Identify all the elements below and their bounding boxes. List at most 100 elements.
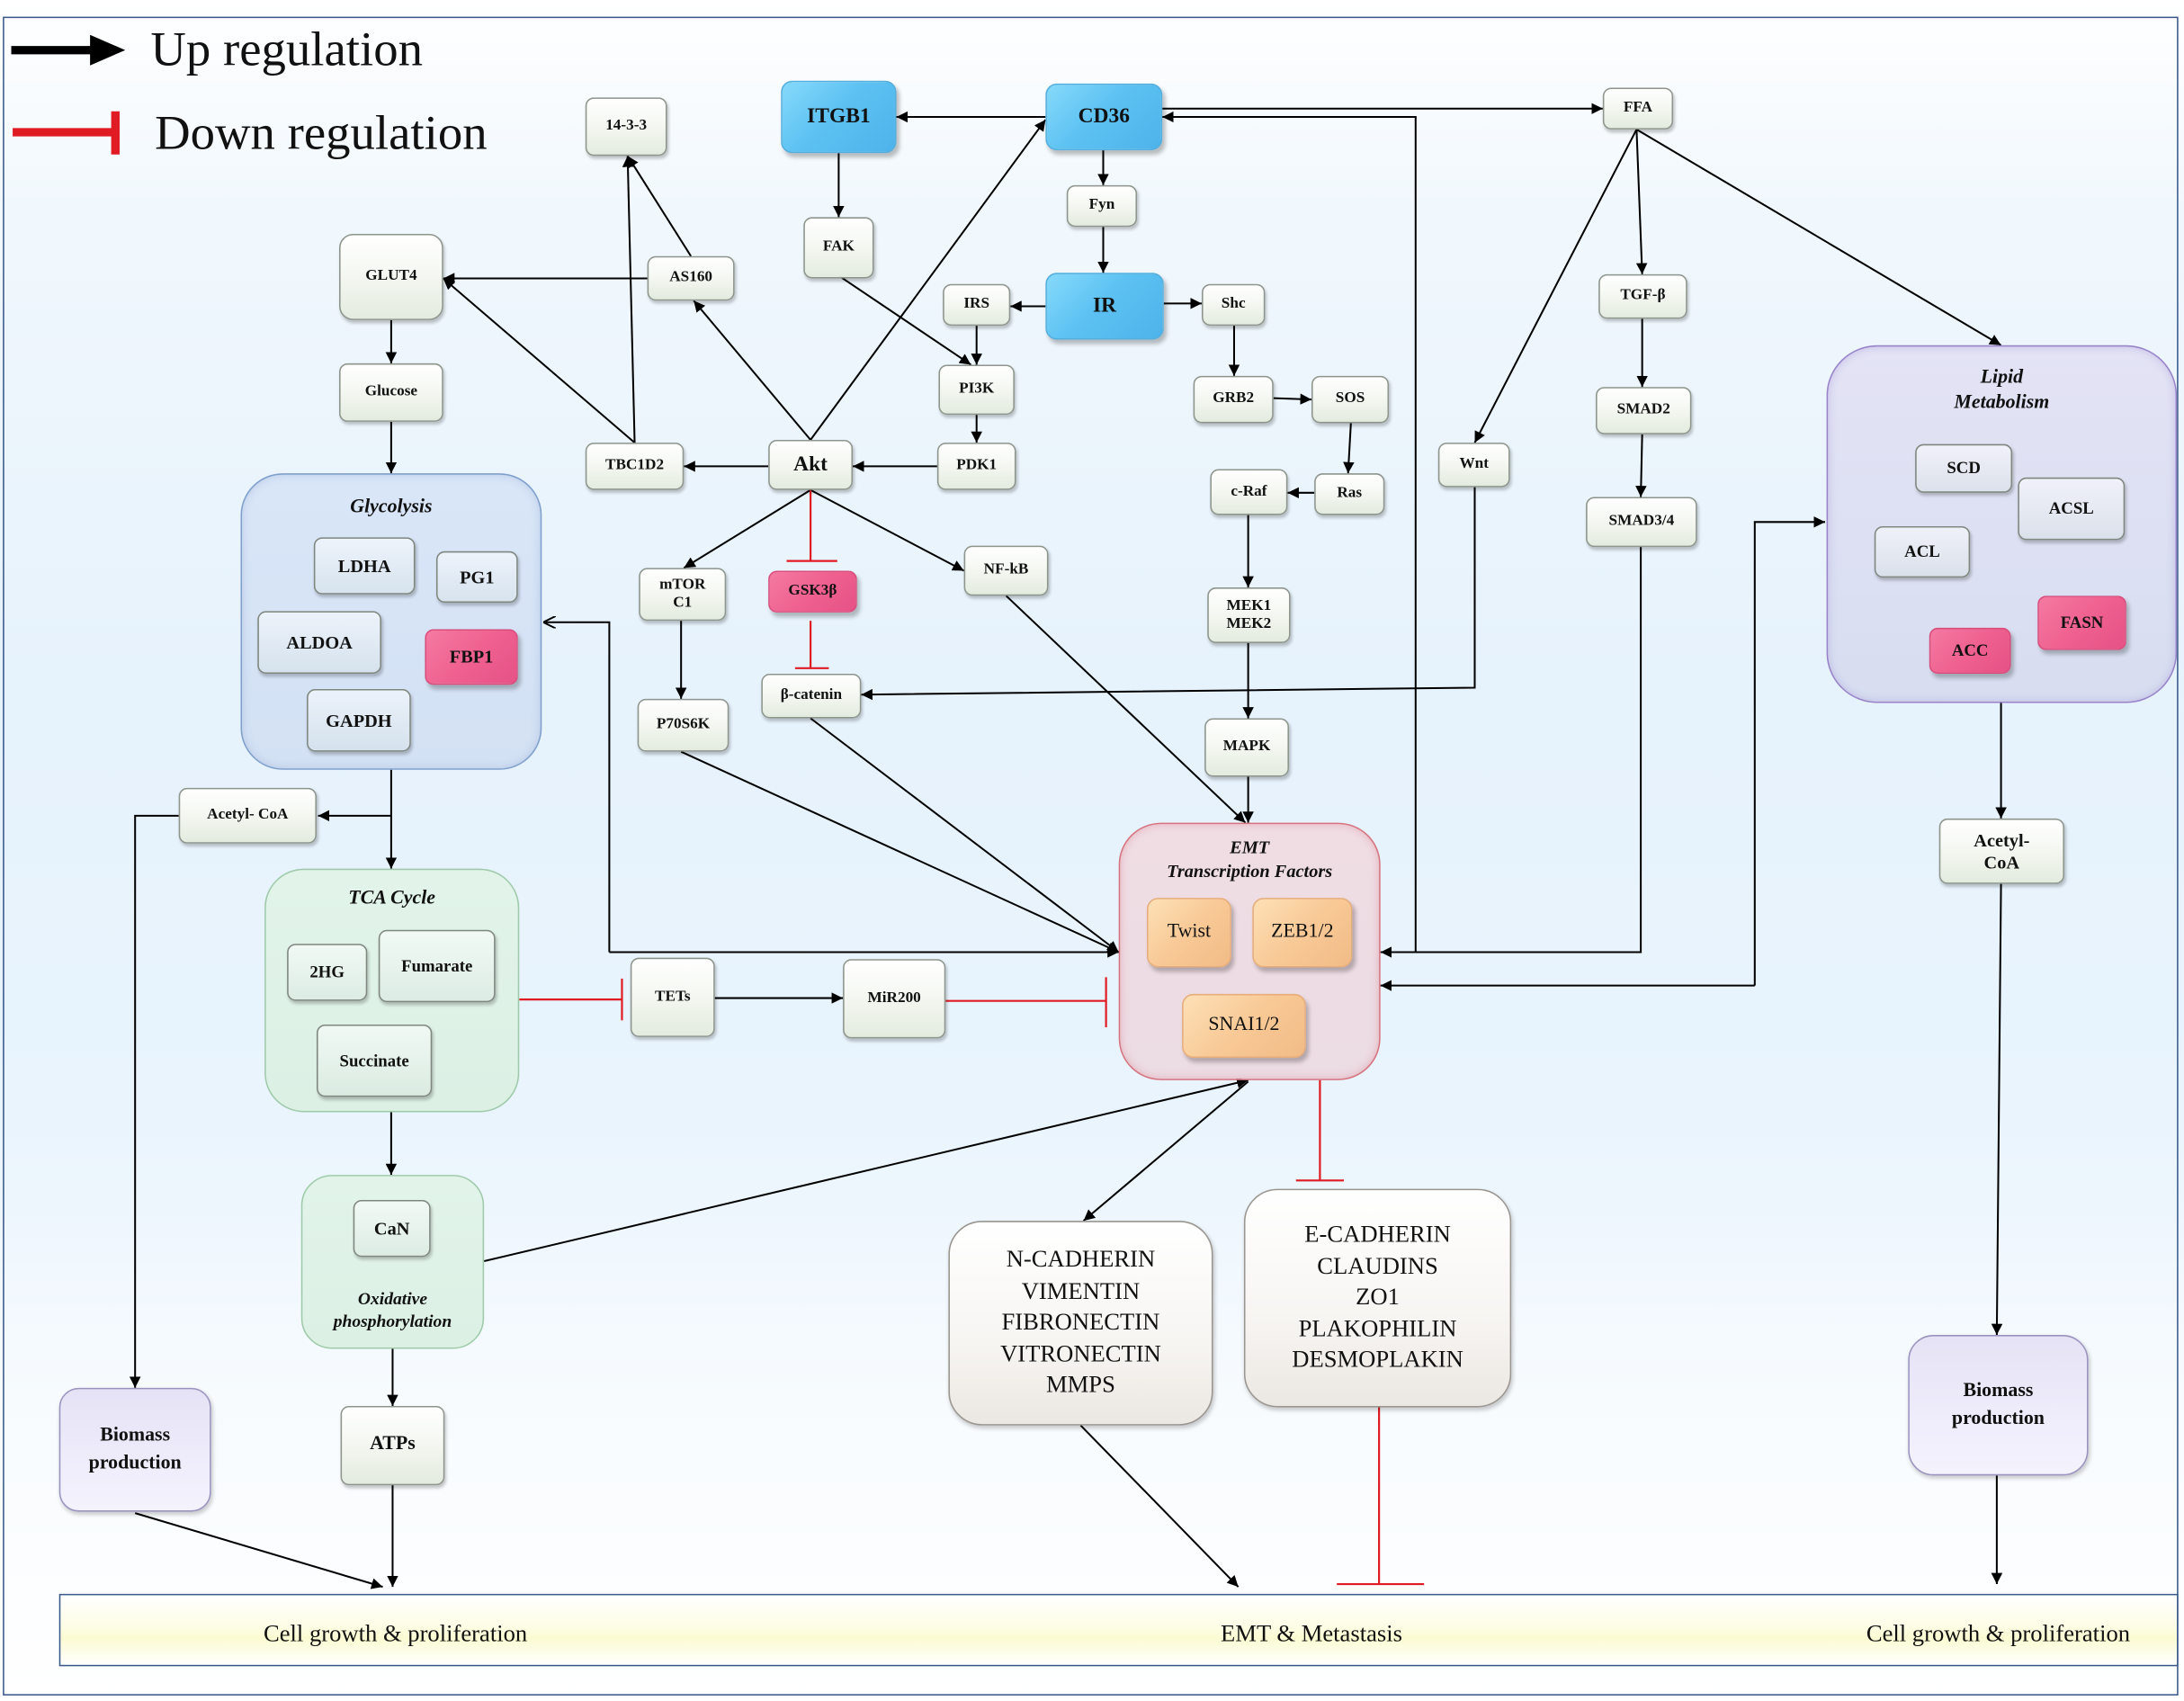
node-aldoa: ALDOA	[257, 611, 381, 674]
node-zeb1-2: ZEB1/2	[1252, 898, 1353, 968]
edge-emt-lipid	[1753, 516, 1826, 986]
node-pi3k: PI3K	[938, 364, 1015, 416]
biomass-production-left: Biomass production	[58, 1387, 211, 1512]
edge-sos-ras	[1343, 423, 1355, 474]
node-c-raf: c-Raf	[1210, 469, 1288, 515]
edge-emt-mesenchymal-markers	[1082, 1080, 1249, 1222]
node-fak: FAK	[803, 217, 874, 279]
node-cd36: CD36	[1045, 83, 1163, 151]
edge-p70s6k-emt	[680, 750, 1120, 953]
node-atps: ATPs	[340, 1405, 445, 1486]
mesenchymal-markers-box: N-CADHERIN VIMENTIN FIBRONECTIN VITRONEC…	[948, 1221, 1213, 1426]
node-shc: Shc	[1201, 283, 1266, 327]
edge-grb2-sos	[1273, 393, 1312, 405]
node-ir: IR	[1045, 273, 1164, 340]
edge-fak-pi3k	[837, 274, 972, 366]
legend-down-label: Down regulation	[155, 105, 488, 160]
node-pdk1: PDK1	[936, 443, 1016, 490]
node-as160: AS160	[647, 255, 735, 301]
node-fyn: Fyn	[1066, 184, 1138, 228]
node-acetyl-coa-left: Acetyl- CoA	[178, 787, 317, 844]
node-2hg: 2HG	[287, 944, 368, 1001]
edge-mesenchymal-metastasis	[1079, 1424, 1240, 1588]
edge-biomass-cell-growth	[134, 1512, 383, 1589]
node-mapk: MAPK	[1204, 718, 1289, 777]
node-beta-catenin: β-catenin	[761, 673, 862, 719]
diagram-frame	[3, 16, 2179, 1696]
node-smad2: SMAD2	[1596, 387, 1692, 434]
node-twist: Twist	[1146, 898, 1231, 968]
epithelial-markers-box: E-CADHERIN CLAUDINS ZO1 PLAKOPHILIN DESM…	[1243, 1188, 1512, 1408]
edge-as160-14-3-3	[626, 155, 692, 257]
edge-oxphos-emt	[483, 1077, 1249, 1263]
node-grb2: GRB2	[1193, 375, 1274, 424]
biomass-production-right: Biomass production	[1908, 1335, 2089, 1476]
node-gsk3b: GSK3β	[768, 570, 857, 613]
edge-acetylcoa-biomass-right	[1991, 883, 2003, 1336]
outcome-emt-metastasis: EMT & Metastasis	[1221, 1620, 1402, 1647]
glycolysis-title: Glycolysis	[350, 497, 433, 518]
node-can: CaN	[353, 1199, 431, 1258]
node-tets: TETs	[630, 957, 715, 1037]
edge-akt-mtorc1	[683, 488, 811, 569]
node-ldha: LDHA	[313, 537, 416, 595]
node-fumarate: Fumarate	[378, 929, 496, 1003]
node-14-3-3: 14-3-3	[585, 97, 667, 157]
node-glut4: GLUT4	[339, 233, 443, 320]
edge-tbc1d2-14-3-3	[622, 156, 636, 443]
edge-ffa-tgfb	[1635, 129, 1648, 274]
node-acetyl-coa-right: Acetyl- CoA	[1938, 818, 2064, 884]
node-ras: Ras	[1314, 473, 1385, 515]
outcome-bar: Cell growth & proliferation EMT & Metast…	[58, 1593, 2179, 1667]
node-acc: ACC	[1929, 627, 2011, 674]
node-tgf-beta: TGF-β	[1598, 273, 1687, 319]
node-glucose: Glucose	[339, 363, 443, 422]
legend-up-label: Up regulation	[150, 22, 424, 77]
node-smad3-4: SMAD3/4	[1586, 497, 1697, 548]
oxphos-title: Oxidative phosphorylation	[333, 1288, 452, 1331]
edge-ffa-lipid	[1635, 129, 2002, 346]
edge-bcatenin-emt	[810, 717, 1120, 953]
edge-akt-as160	[693, 300, 811, 441]
edge-wnt-bcatenin	[861, 487, 1476, 701]
outcome-cell-growth-left: Cell growth & proliferation	[263, 1620, 528, 1647]
node-acl: ACL	[1874, 525, 1971, 578]
node-tbc1d2: TBC1D2	[585, 443, 685, 490]
legend-up-arrow-head	[90, 34, 126, 66]
emt-title: EMT Transcription Factors	[1167, 837, 1333, 882]
node-wnt: Wnt	[1437, 443, 1510, 488]
node-acsl: ACSL	[2018, 477, 2126, 541]
lipid-metabolism-title: Lipid Metabolism	[1954, 367, 2050, 414]
edge-emt-glycolysis	[542, 622, 611, 953]
edge-nfkb-emt	[1005, 595, 1247, 824]
node-ffa: FFA	[1602, 87, 1674, 130]
node-gapdh: GAPDH	[307, 689, 411, 752]
edge-akt-nfkb	[810, 488, 965, 572]
node-mir200: MiR200	[843, 959, 946, 1039]
node-sos: SOS	[1311, 375, 1390, 424]
node-mtorc1: mTOR C1	[639, 568, 727, 622]
node-akt: Akt	[768, 440, 854, 490]
tca-cycle-title: TCA Cycle	[348, 888, 436, 909]
edge-ffa-wnt	[1473, 129, 1638, 443]
node-nf-kb: NF-kB	[963, 545, 1049, 596]
edge-smad34-emt	[1380, 547, 1642, 958]
node-scd: SCD	[1915, 443, 2013, 493]
node-fasn: FASN	[2037, 595, 2126, 650]
node-pg1: PG1	[435, 551, 518, 604]
edge-emt-cd36-loop	[1162, 111, 1417, 953]
node-mek1-mek2: MEK1 MEK2	[1207, 587, 1291, 643]
edge-tbc1d2-glut4	[443, 277, 636, 443]
edge-akt-cd36	[810, 119, 1047, 441]
node-snai1-2: SNAI1/2	[1182, 993, 1306, 1059]
node-itgb1: ITGB1	[781, 80, 897, 154]
edge-acetylcoa-biomass	[129, 814, 179, 1388]
outcome-cell-growth-right: Cell growth & proliferation	[1866, 1620, 2131, 1647]
node-succinate: Succinate	[316, 1024, 433, 1097]
node-fbp1: FBP1	[425, 629, 518, 685]
node-p70s6k: P70S6K	[637, 698, 729, 752]
node-irs: IRS	[943, 283, 1011, 327]
edge-smad2-smad34	[1635, 434, 1647, 497]
